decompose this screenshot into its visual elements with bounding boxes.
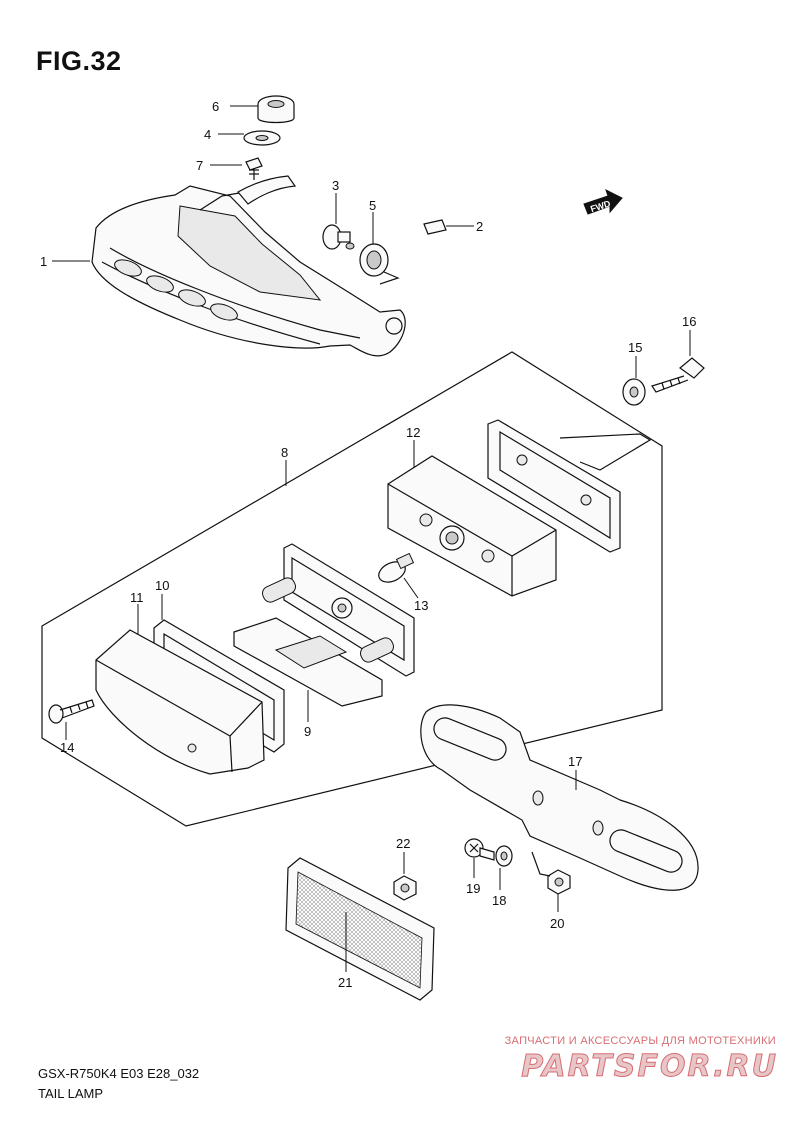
callout-9: 9	[304, 724, 311, 739]
figure-caption: TAIL LAMP	[38, 1086, 104, 1101]
callout-6: 6	[212, 99, 219, 114]
callout-1: 1	[40, 254, 47, 269]
callout-5: 5	[369, 198, 376, 213]
figure-title: FIG.32	[36, 46, 122, 76]
part-3-pin-grommet	[322, 193, 355, 250]
part-20-nut	[531, 851, 571, 912]
callout-10: 10	[155, 578, 169, 593]
assembly-8-outline	[41, 351, 663, 827]
part-11-lens	[95, 604, 265, 775]
part-17-license-bracket	[420, 704, 699, 891]
fwd-arrow-icon: FWD	[583, 189, 623, 215]
part-14-screw	[48, 699, 95, 740]
part-16-screw	[651, 330, 705, 393]
callout-labels: 1 2 3 4 5 6 7 8 9 10 11 12 13 14 15 16 1…	[40, 99, 696, 990]
callout-7: 7	[196, 158, 203, 173]
callout-18: 18	[492, 893, 506, 908]
part-18-washer	[495, 845, 513, 890]
part-13-bulb	[378, 552, 419, 599]
callout-21: 21	[338, 975, 352, 990]
model-code: GSX-R750K4 E03 E28_032	[38, 1066, 200, 1081]
callout-14: 14	[60, 740, 74, 755]
part-21-reflector	[285, 857, 435, 1001]
part-7-bolt	[210, 157, 263, 180]
socket-board	[262, 543, 415, 677]
part-19-bolt	[464, 838, 495, 878]
fwd-label: FWD	[589, 198, 612, 214]
part-1-tail-housing	[52, 175, 406, 357]
part-12-lamp-housing	[387, 440, 557, 597]
part-5-cushion	[359, 212, 400, 285]
watermark-logo: PARTSFOR.RU	[521, 1049, 778, 1085]
callout-17: 17	[568, 754, 582, 769]
callout-2: 2	[476, 219, 483, 234]
callout-8: 8	[281, 445, 288, 460]
watermark-tagline: ЗАПЧАСТИ И АКСЕССУАРЫ ДЛЯ МОТОТЕХНИКИ	[504, 1035, 776, 1047]
callout-3: 3	[332, 178, 339, 193]
callout-11: 11	[130, 590, 144, 605]
callout-16: 16	[682, 314, 696, 329]
callout-13: 13	[414, 598, 428, 613]
callout-4: 4	[204, 127, 211, 142]
part-9-lens-insert	[233, 617, 383, 722]
callout-12: 12	[406, 425, 420, 440]
callout-15: 15	[628, 340, 642, 355]
rear-gasket	[487, 419, 652, 553]
callout-22: 22	[396, 836, 410, 851]
part-2-clip	[423, 219, 474, 235]
part-6-grommet	[230, 95, 295, 124]
part-15-washer	[622, 356, 646, 406]
part-4-washer	[218, 130, 281, 146]
part-22-nut	[393, 852, 417, 901]
callout-20: 20	[550, 916, 564, 931]
callout-19: 19	[466, 881, 480, 896]
